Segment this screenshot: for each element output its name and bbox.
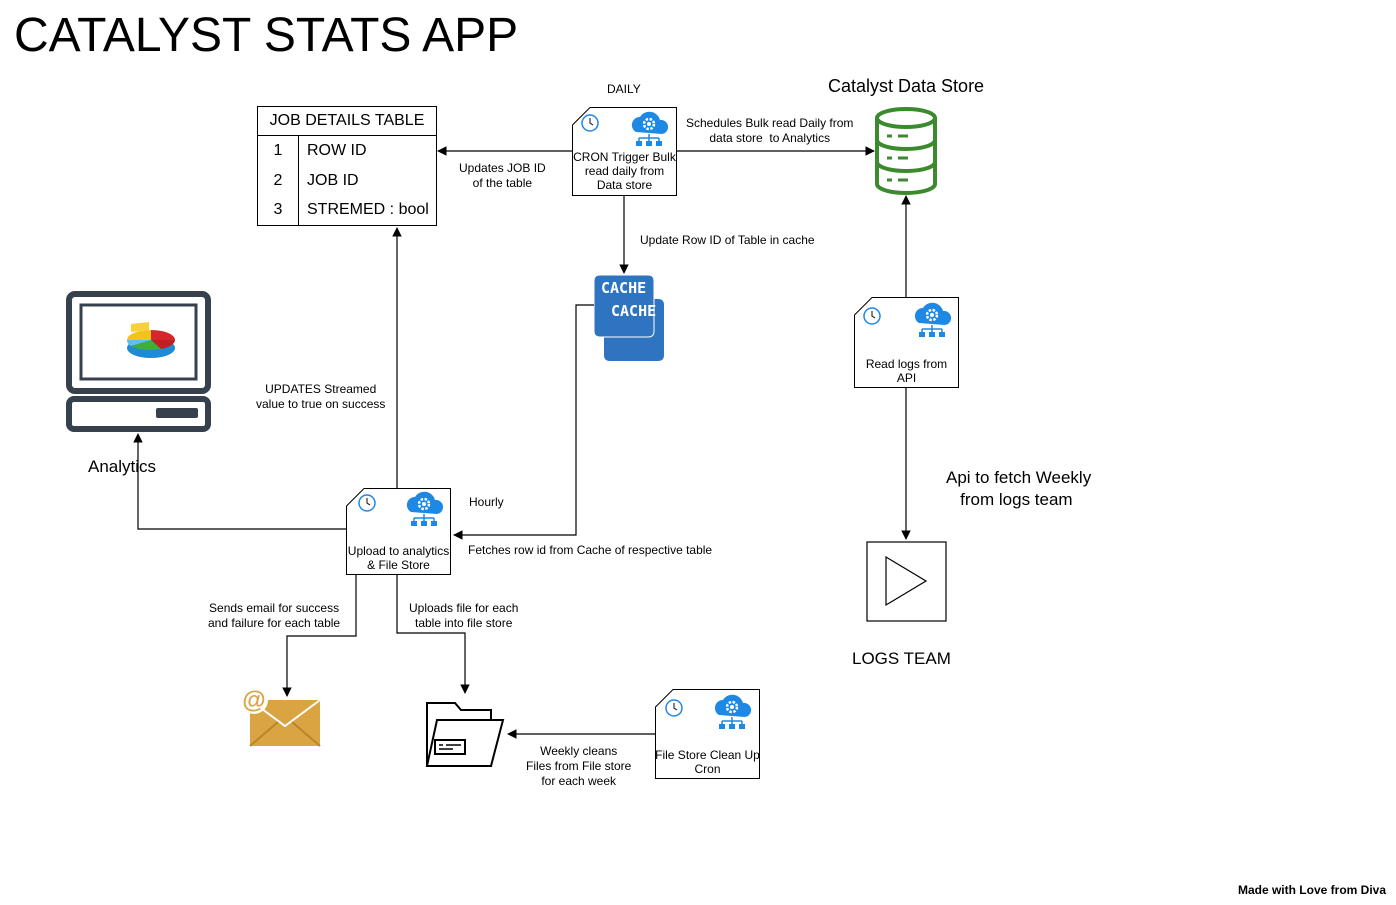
edge-upload-to-email: [282, 575, 357, 697]
update-row-id-label: Update Row ID of Table in cache: [640, 233, 815, 247]
email-icon: @: [240, 686, 321, 747]
cloud-gear-icon: [714, 694, 752, 729]
analytics-label: Analytics: [88, 457, 157, 476]
clock-icon: [581, 114, 599, 132]
row-field: JOB ID: [298, 165, 437, 196]
cloud-gear-icon: [631, 111, 669, 146]
cache-icon: CACHE CACHE: [594, 275, 664, 361]
uploads-file-label: Uploads file for each table into file st…: [409, 601, 519, 630]
sends-email-label: Sends email for success and failure for …: [208, 601, 341, 630]
cache-shapes: [594, 275, 664, 361]
fetches-row-label: Fetches row id from Cache of respective …: [468, 543, 713, 557]
play-icon[interactable]: [866, 541, 948, 623]
logs-team-label: LOGS TEAM: [852, 649, 951, 668]
read-logs-label: Read logs from API: [865, 357, 948, 385]
read-logs-node[interactable]: Read logs from API: [854, 297, 959, 388]
cleanup-node[interactable]: File Store Clean Up Cron: [655, 689, 760, 779]
job-table-header: JOB DETAILS TABLE: [257, 106, 437, 136]
row-field: STREMED : bool: [298, 195, 437, 226]
row-number: 1: [257, 135, 299, 166]
footer-credit: Made with Love from Diva: [1237, 883, 1386, 897]
updates-streamed-label: UPDATES Streamed value to true on succes…: [256, 382, 386, 411]
cloud-gear-icon: [914, 302, 952, 337]
pie-chart-icon: [126, 322, 175, 358]
table-row: 3 STREMED : bool: [257, 195, 437, 226]
clock-icon: [358, 494, 376, 512]
datastore-title: Catalyst Data Store: [828, 76, 985, 96]
schedules-label: Schedules Bulk read Daily from data stor…: [686, 116, 854, 145]
page-title: CATALYST STATS APP: [14, 9, 519, 62]
daily-label: DAILY: [607, 82, 641, 96]
cron-bulk-node[interactable]: CRON Trigger Bulk read daily from Data s…: [572, 107, 677, 196]
monitor-icon: [66, 291, 211, 432]
database-icon: [875, 107, 937, 195]
cache-label: CACHE: [611, 302, 657, 320]
edge-upload-to-analytics: [133, 433, 346, 530]
updates-job-id-label: Updates JOB ID of the table: [459, 161, 546, 190]
table-row: 1 ROW ID: [257, 135, 437, 166]
folder-icon: [425, 702, 505, 767]
upload-label: Upload to analytics & File Store: [347, 544, 450, 572]
row-field: ROW ID: [298, 135, 437, 166]
job-details-table: JOB DETAILS TABLE 1 ROW ID 2 JOB ID 3 ST…: [257, 106, 437, 226]
row-number: 3: [257, 195, 299, 226]
cron-bulk-label: CRON Trigger Bulk read daily from Data s…: [573, 150, 676, 192]
table-row: 2 JOB ID: [257, 165, 437, 196]
hourly-label: Hourly: [469, 495, 504, 509]
upload-node[interactable]: Upload to analytics & File Store: [346, 488, 451, 575]
clock-icon: [665, 699, 683, 717]
edge-cache-to-upload: [453, 304, 594, 540]
cloud-gear-icon: [406, 491, 444, 526]
svg-text:@: @: [242, 687, 265, 714]
clock-icon: [863, 307, 881, 325]
edge-upload-to-folder: [396, 575, 470, 694]
cleanup-label: File Store Clean Up Cron: [655, 748, 760, 776]
row-number: 2: [257, 165, 299, 196]
api-fetch-label: Api to fetch Weekly from logs team: [946, 468, 1092, 509]
weekly-cleans-label: Weekly cleans Files from File store for …: [526, 744, 632, 788]
cache-label: CACHE: [601, 279, 647, 297]
